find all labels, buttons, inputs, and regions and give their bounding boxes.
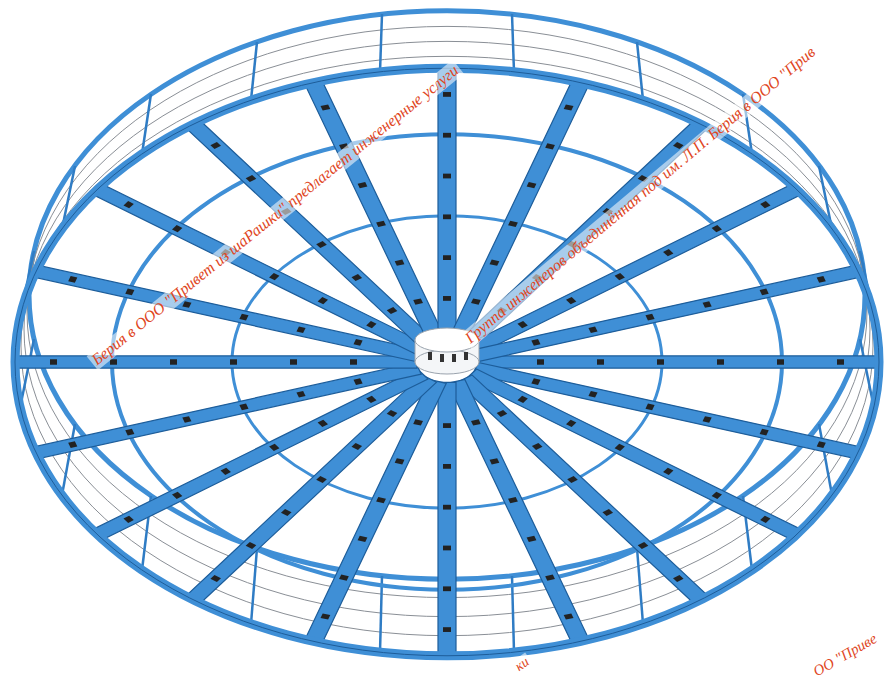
watermark-text: ОО "Приве [809, 629, 882, 681]
